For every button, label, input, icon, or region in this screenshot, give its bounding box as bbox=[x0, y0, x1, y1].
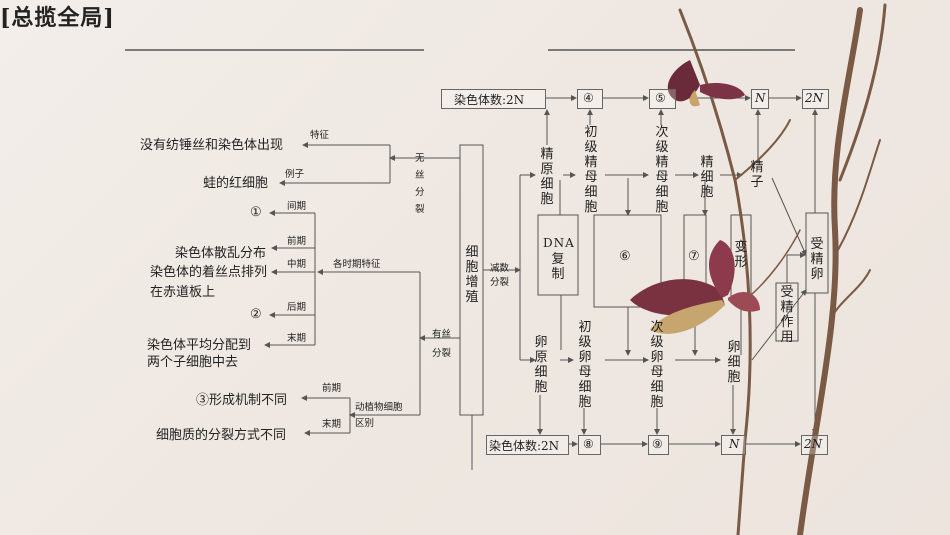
dna-label: DNA bbox=[543, 236, 575, 250]
metaphase-label: 中期 bbox=[287, 259, 307, 270]
cell-proliferation-label: 细胞增殖 bbox=[465, 245, 479, 305]
blank-5: ⑤ bbox=[655, 91, 666, 105]
secondary-oocyte-label: 次级卵母细胞 bbox=[650, 320, 664, 410]
chromosome-number-top: 染色体数:2N bbox=[454, 93, 525, 107]
blank-1: ① bbox=[250, 205, 262, 220]
blank-5-box: ⑤ bbox=[649, 89, 676, 109]
prophase-label: 前期 bbox=[287, 236, 307, 247]
blank-7: ⑦ bbox=[688, 249, 700, 264]
page-title: [总揽全局] bbox=[0, 5, 115, 31]
mitosis-label: 有丝分裂 bbox=[432, 329, 452, 359]
n-top: N bbox=[755, 91, 766, 105]
chromosome-scatter-label: 染色体散乱分布 bbox=[175, 246, 267, 261]
fertilization-label: 受精作用 bbox=[780, 285, 794, 345]
anaphase-label: 后期 bbox=[287, 302, 307, 313]
replication-label: 复制 bbox=[551, 252, 565, 282]
blank-4: ④ bbox=[583, 91, 594, 105]
secondary-spermatocyte-label: 次级精母细胞 bbox=[655, 125, 669, 215]
primary-oocyte-label: 初级卵母细胞 bbox=[578, 320, 592, 410]
centromere-label-2: 在赤道板上 bbox=[150, 285, 216, 300]
stage-features-label: 各时期特征 bbox=[333, 259, 381, 270]
formation-mechanism-label: ③形成机制不同 bbox=[196, 393, 288, 408]
blank-6: ⑥ bbox=[619, 249, 631, 264]
feature-label: 特征 bbox=[310, 130, 330, 141]
prophase2-label: 前期 bbox=[322, 383, 342, 394]
n-bottom-box: N bbox=[721, 435, 746, 455]
telophase2-label: 末期 bbox=[322, 419, 342, 430]
blank-4-box: ④ bbox=[577, 89, 603, 109]
even-distribution-2: 两个子细胞中去 bbox=[147, 355, 239, 370]
n-bottom: N bbox=[729, 437, 740, 451]
spermatogonia-label: 精原细胞 bbox=[540, 147, 554, 207]
chromosome-number-bottom: 染色体数:2N bbox=[489, 439, 560, 453]
zygote-label: 受精卵 bbox=[810, 237, 824, 282]
twon-bottom-box: 2N bbox=[801, 435, 828, 455]
chromosome-number-top-box: 染色体数:2N bbox=[441, 89, 546, 109]
primary-spermatocyte-label: 初级精母细胞 bbox=[584, 125, 598, 215]
twon-top-box: 2N bbox=[802, 89, 829, 109]
frog-rbc-label: 蛙的红细胞 bbox=[203, 176, 269, 191]
blank-9-box: ⑨ bbox=[648, 435, 669, 455]
butterfly-bottom-icon bbox=[630, 240, 760, 334]
blank-8-box: ⑧ bbox=[578, 435, 601, 455]
n-top-box: N bbox=[751, 89, 769, 109]
ootid-label: 卵细胞 bbox=[727, 340, 741, 385]
even-distribution-1: 染色体平均分配到 bbox=[147, 338, 252, 353]
no-spindle-label: 没有纺锤丝和染色体出现 bbox=[140, 138, 284, 153]
twon-bottom: 2N bbox=[804, 437, 823, 451]
blank-8: ⑧ bbox=[583, 437, 594, 451]
cytoplasm-division-label: 细胞质的分裂方式不同 bbox=[156, 428, 287, 443]
chromosome-number-bottom-box: 染色体数:2N bbox=[486, 435, 569, 455]
centromere-label-1: 染色体的着丝点排列 bbox=[150, 265, 268, 280]
blank-2: ② bbox=[250, 307, 262, 322]
interphase-label: 间期 bbox=[287, 201, 307, 212]
plant-animal-label: 动植物细胞区别 bbox=[355, 402, 403, 429]
example-label: 例子 bbox=[285, 169, 305, 180]
transform-label: 变形 bbox=[734, 240, 748, 270]
meiosis-label: 减数分裂 bbox=[490, 263, 510, 288]
oogonia-label: 卵原细胞 bbox=[534, 335, 548, 395]
amitosis-label: 无丝分裂 bbox=[415, 153, 425, 215]
blank-9: ⑨ bbox=[652, 437, 663, 451]
telophase-label: 末期 bbox=[287, 333, 307, 344]
twon-top: 2N bbox=[805, 91, 824, 105]
spermatid-label: 精细胞 bbox=[700, 155, 714, 200]
sperm-label: 精子 bbox=[750, 160, 764, 190]
